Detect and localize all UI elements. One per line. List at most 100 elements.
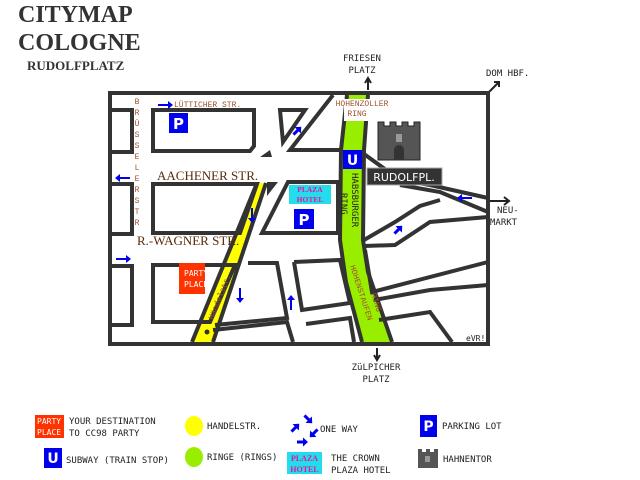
block [151,182,260,235]
title-rudolfplatz: RUDOLFPLATZ [27,58,125,73]
subway-sign: U [343,150,362,169]
plaza-hotel-sign: PLAZA HOTEL [289,185,331,204]
road-edge [285,93,340,152]
block [292,257,353,313]
svg-text:PLAZA HOTEL: PLAZA HOTEL [331,466,391,476]
luetticher-str-label: LÜTTICHER STR. [174,101,241,110]
legend-parking: P PARKING LOT [420,415,502,437]
svg-text:Ü: Ü [135,120,140,129]
dir-neumarkt-1: NEU- [497,206,519,216]
aachener-str-label: AACHENER STR. [157,168,258,183]
road-edge [363,249,489,295]
svg-text:R: R [135,186,140,195]
party-place-marker: PARTY PLACE [179,263,208,294]
dir-zuelpicher-1: ZüLPICHER [352,363,401,373]
svg-text:RUDOLFPL.: RUDOLFPL. [373,171,435,184]
parking-sign: P [169,113,188,133]
one-way-arrow-icon [287,295,295,310]
hotel-block [258,180,340,235]
svg-text:PLACE: PLACE [184,280,208,289]
road-edge [362,198,441,242]
block [108,264,134,327]
one-way-arrow-icon [248,208,256,223]
svg-text:P: P [173,115,184,133]
parking-sign: P [294,209,314,229]
svg-text:S: S [135,142,140,151]
title-citymap: CITYMAP [18,2,133,28]
wagner-str-label: R.-WAGNER STR. [137,233,239,248]
dir-zuelpicher-2: PLATZ [362,375,390,385]
svg-text:YOUR DESTINATION: YOUR DESTINATION [69,417,156,427]
dir-dom-hbf: DOM HBF. [486,69,529,79]
svg-text:THE CROWN: THE CROWN [331,454,380,464]
bruesseler-str-label: B R Ü S S E L E R S T R [135,98,140,228]
legend-party: PARTY PLACE YOUR DESTINATION TO CC98 PAR… [35,415,156,439]
block [108,108,134,154]
habsburger-ring-label: HABSBURGER [349,173,359,228]
svg-text:PARTY: PARTY [184,269,208,278]
svg-text:U: U [47,451,58,467]
hohenzoller-ring-label: HOHENZOLLER [336,100,389,109]
one-way-arrow-icon [116,255,131,263]
arrow-northeast-icon [488,81,500,93]
one-way-arrow-icon [457,194,472,202]
arrow-down-icon [373,348,381,362]
rudolfplatz-sign: RUDOLFPL. [366,167,443,186]
dir-friesenplatz-2: PLATZ [348,66,376,76]
block [151,108,256,153]
svg-text:RINGE (RINGS): RINGE (RINGS) [207,453,277,463]
block [108,182,134,236]
legend-rings: RINGE (RINGS) [185,447,277,467]
legend-hahnentor: HAHNENTOR [418,449,492,468]
legend-plaza: PLAZA HOTEL THE CROWN PLAZA HOTEL [287,452,391,476]
block [277,108,309,148]
road-edge [363,215,489,248]
handelstr-road [192,183,266,342]
block [214,261,290,327]
legend: PARTY PLACE YOUR DESTINATION TO CC98 PAR… [35,414,502,476]
dir-friesenplatz-1: FRIESEN [343,54,381,64]
svg-text:P: P [423,419,433,435]
road-edge [305,315,356,343]
road-notch [260,150,272,157]
svg-text:TO CC98 PARTY: TO CC98 PARTY [69,429,140,439]
hohenzoller-ring-label-2: RING [347,110,366,119]
road-notch [267,182,278,196]
svg-text:PARKING LOT: PARKING LOT [442,422,502,432]
arrow-right-icon [490,196,511,206]
title-cologne: COLOGNE [18,30,141,56]
svg-text:PARTY: PARTY [37,417,61,426]
block [151,263,239,324]
hahnentor-icon [377,121,421,161]
one-way-arrow-icon [158,101,173,109]
road-edge [399,183,489,214]
svg-text:HOTEL: HOTEL [290,465,318,474]
credit-label: eVR! [466,334,485,343]
svg-text:L: L [135,164,140,173]
svg-text:T: T [135,208,140,217]
svg-text:ONE WAY: ONE WAY [320,425,359,435]
svg-text:E: E [135,175,140,184]
road-edge [212,319,295,343]
road-edge [360,94,394,343]
road-edge [211,182,268,343]
svg-text:P: P [299,211,310,229]
road-edge [378,309,454,344]
label-bg [344,99,392,121]
svg-text:R: R [135,219,140,228]
one-way-arrow-icon [393,225,403,235]
svg-text:R: R [135,109,140,118]
svg-text:HAHNENTOR: HAHNENTOR [443,455,492,465]
one-way-arrow-icon [292,126,302,136]
destination-dot [204,329,210,335]
legend-subway: U SUBWAY (TRAIN STOP) [44,448,169,468]
svg-text:PLAZA: PLAZA [297,185,323,194]
svg-text:U: U [347,153,358,169]
svg-text:HANDELSTR.: HANDELSTR. [207,422,261,432]
svg-text:S: S [135,131,140,140]
legend-handelstr: HANDELSTR. [185,416,261,436]
svg-text:B: B [135,98,140,107]
svg-text:E: E [135,153,140,162]
one-way-arrow-icon [115,174,130,182]
arrow-up-icon [364,76,372,90]
